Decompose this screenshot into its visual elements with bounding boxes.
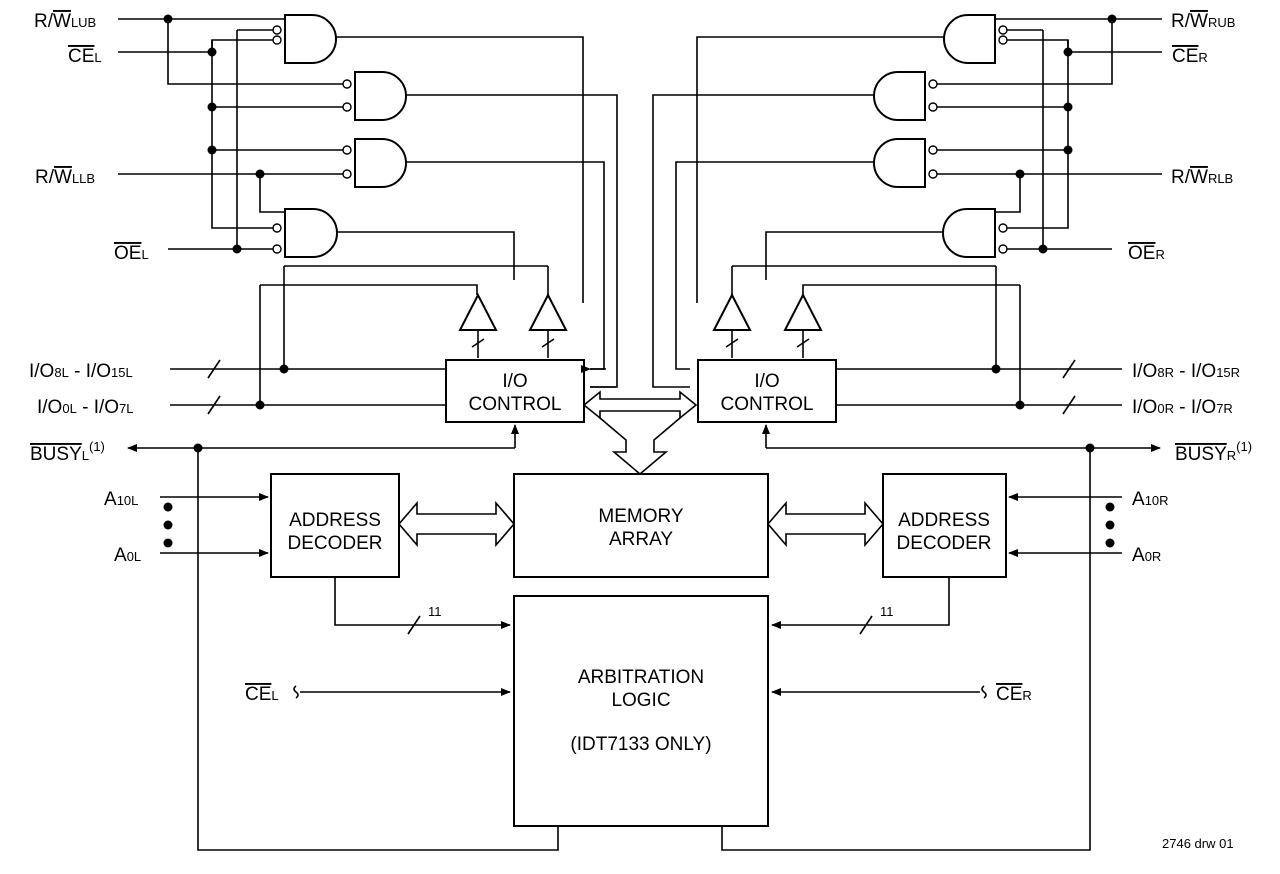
label-ce-right: CER [1172, 46, 1208, 67]
io-control-right-line1: I/O [754, 371, 779, 392]
right-control-logic [652, 14, 1162, 410]
label-rw-rub: R/WRUB [1171, 11, 1235, 32]
address-lines [160, 493, 1122, 699]
label-io-lower-left: I/O0L - I/O7L [37, 397, 134, 418]
drawing-id: 2746 drw 01 [1162, 836, 1234, 851]
bus-width-left: 11 [428, 604, 442, 619]
left-and-gate-upper-byte-write [272, 14, 337, 64]
right-and-gate-output-enable [942, 208, 1008, 258]
left-labels: R/WLUB CEL R/WLLB OEL I/O8L - I/O15L I/O… [29, 11, 279, 705]
bus-width-right: 11 [880, 604, 894, 619]
address-decoder-right-line2: DECODER [896, 533, 991, 554]
label-io-lower-right: I/O0R - I/O7R [1132, 397, 1233, 418]
left-tristate-buffer-upper [528, 292, 568, 358]
label-busy-right: BUSYR(1) [1175, 439, 1252, 465]
arbitration-logic: ARBITRATION LOGIC (IDT7133 ONLY) [513, 595, 769, 827]
arbitration-line2: LOGIC [611, 690, 670, 711]
memory-array-line2: ARRAY [609, 529, 673, 550]
label-oe-left: OEL [114, 243, 149, 264]
left-tristate-buffer-lower [458, 292, 498, 358]
right-tristate-buffer-lower [783, 292, 823, 358]
io-control-right: I/O CONTROL [697, 359, 837, 423]
right-labels: R/WRUB CER R/WRLB OER I/O8R - I/O15R I/O… [996, 11, 1252, 705]
memory-array-line1: MEMORY [598, 506, 683, 527]
address-decoder-left-line2: DECODER [287, 533, 382, 554]
io-control-internal-arrows [581, 365, 698, 476]
label-a0-left: A0L [114, 545, 141, 566]
right-tristate-buffer-upper [712, 292, 752, 358]
label-rw-rlb: R/WRLB [1171, 167, 1233, 188]
label-ce-right-arbitration: CER [996, 684, 1032, 705]
label-rw-lub: R/WLUB [34, 11, 96, 32]
arbitration-line3: (IDT7133 ONLY) [570, 734, 711, 755]
arbitration-line1: ARBITRATION [578, 667, 704, 688]
left-and-gate-lower-byte-read [342, 138, 407, 188]
label-io-upper-left: I/O8L - I/O15L [29, 361, 133, 382]
io-control-left-line1: I/O [502, 371, 527, 392]
left-control-logic [118, 14, 618, 410]
left-and-gate-upper-byte-read [342, 71, 407, 121]
decoder-memory-arrows [397, 500, 885, 548]
address-decoder-left-line1: ADDRESS [289, 510, 381, 531]
address-decoder-right-line1: ADDRESS [898, 510, 990, 531]
io-bus-lines [170, 359, 1122, 415]
right-and-gate-upper-byte-write [943, 14, 1008, 64]
io-control-right-line2: CONTROL [721, 394, 814, 415]
left-and-gate-output-enable [272, 208, 338, 258]
label-rw-llb: R/WLLB [35, 167, 95, 188]
address-decoder-right: ADDRESS DECODER [882, 473, 1007, 578]
io-control-left-line2: CONTROL [469, 394, 562, 415]
right-and-gate-upper-byte-read [873, 71, 938, 121]
label-busy-left: BUSYL(1) [30, 439, 105, 465]
memory-array: MEMORY ARRAY [513, 473, 769, 578]
right-and-gate-lower-byte-read [873, 138, 938, 188]
label-io-upper-right: I/O8R - I/O15R [1132, 361, 1240, 382]
label-ce-left-arbitration: CEL [245, 684, 279, 705]
address-decoder-left: ADDRESS DECODER [270, 473, 400, 578]
busy-lines [127, 424, 1161, 851]
label-a10-right: A10R [1132, 489, 1169, 510]
label-oe-right: OER [1128, 243, 1165, 264]
label-a0-right: A0R [1132, 545, 1161, 566]
label-ce-left: CEL [68, 46, 102, 67]
io-control-left: I/O CONTROL [445, 359, 585, 423]
label-a10-left: A10L [104, 489, 138, 510]
